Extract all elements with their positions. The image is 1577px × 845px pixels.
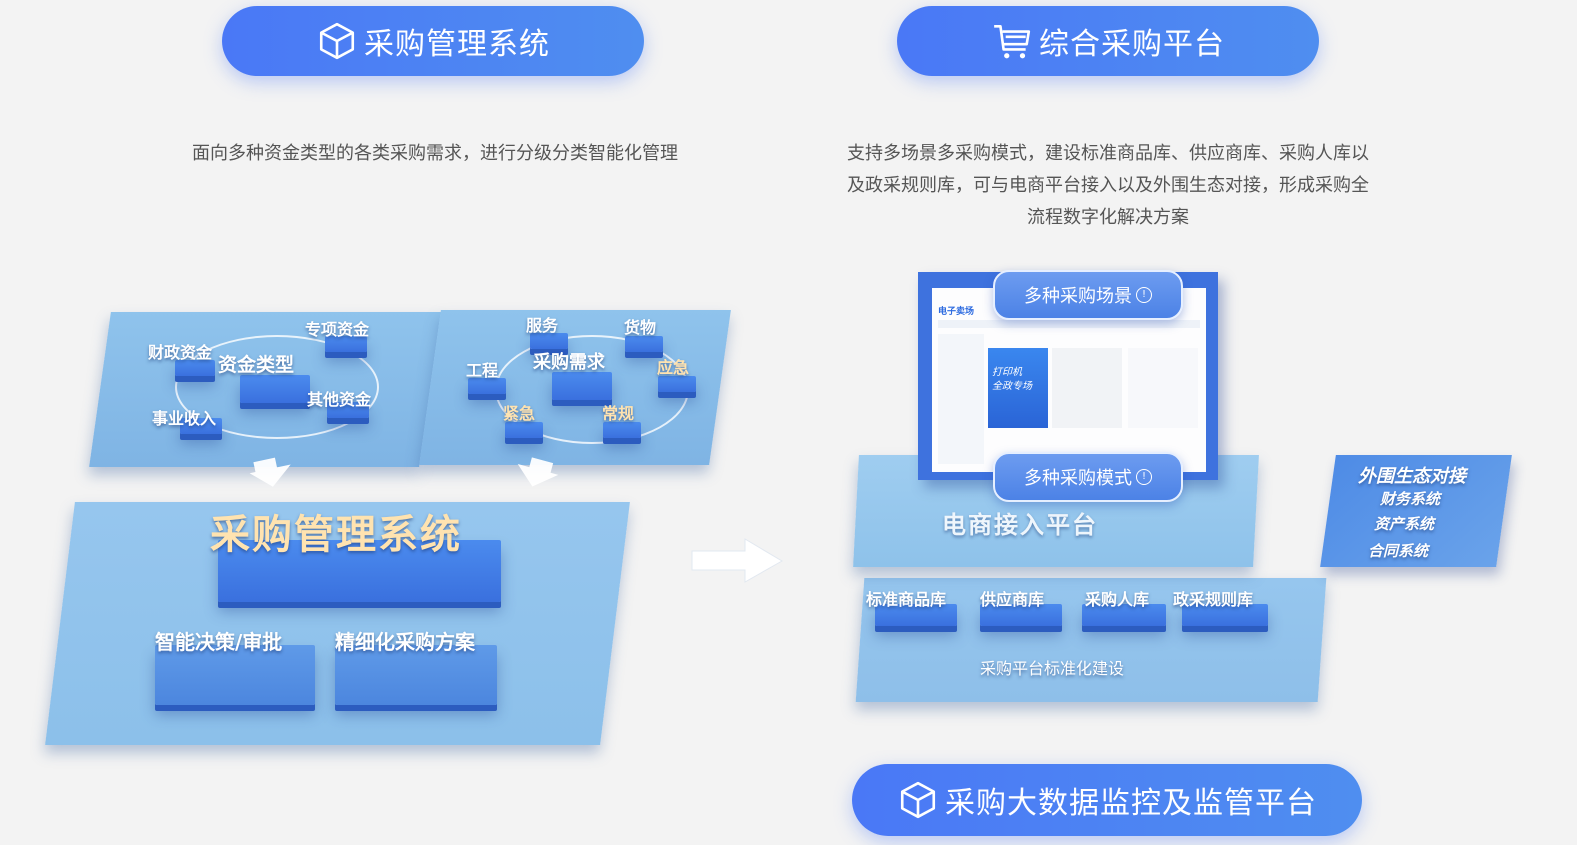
cart-icon — [994, 24, 1031, 59]
library-label: 采购人库 — [1085, 590, 1150, 609]
fund-item: 事业收入 — [152, 409, 217, 428]
arrow-down-icon — [517, 457, 559, 487]
demand-item: 服务 — [526, 316, 559, 335]
tag-mode[interactable]: 多种采购模式! — [993, 452, 1183, 502]
fund-item: 专项资金 — [305, 320, 370, 339]
fund-block — [325, 336, 367, 352]
desc-line: 支持多场景多采购模式，建设标准商品库、供应商库、采购人库以 — [847, 143, 1369, 164]
sub-block-right — [335, 645, 497, 705]
library-label: 供应商库 — [980, 590, 1045, 609]
screen-logo: 电子卖场 — [938, 307, 975, 317]
bottom-title: 采购大数据监控及监管平台 — [945, 786, 1317, 821]
demand-center-block — [552, 372, 612, 400]
bottom-title-pill[interactable]: 采购大数据监控及监管平台 — [852, 764, 1362, 836]
info-icon[interactable]: ! — [1136, 287, 1152, 303]
screen-sidebar — [938, 334, 984, 464]
demand-item: 货物 — [624, 318, 657, 337]
right-description: 支持多场景多采购模式，建设标准商品库、供应商库、采购人库以 及政采规则库，可与电… — [808, 138, 1408, 234]
demand-block — [625, 336, 663, 352]
left-title-pill[interactable]: 采购管理系统 — [222, 6, 644, 76]
demand-block — [530, 333, 568, 349]
left-description: 面向多种资金类型的各类采购需求，进行分级分类智能化管理 — [192, 143, 678, 164]
demand-item: 常规 — [602, 404, 635, 423]
cube-icon — [900, 781, 936, 819]
screen-banner-line1: 打印机 — [992, 367, 1022, 378]
library-label: 标准商品库 — [866, 590, 947, 609]
fund-block — [175, 360, 215, 376]
sub-left-label: 智能决策/审批 — [155, 630, 283, 654]
tag-scenario-label: 多种采购场景 — [1024, 286, 1132, 307]
ecommerce-label: 电商接入平台 — [942, 511, 1098, 539]
library-label: 政采规则库 — [1173, 590, 1254, 609]
fund-item: 其他资金 — [307, 390, 372, 409]
library-block — [1182, 604, 1268, 626]
library-block — [1082, 604, 1166, 626]
desc-line: 流程数字化解决方案 — [1027, 207, 1189, 228]
tag-mode-label: 多种采购模式 — [1024, 468, 1132, 489]
demand-block — [505, 422, 543, 438]
demand-item: 紧急 — [503, 404, 536, 423]
cube-icon — [319, 22, 355, 60]
desc-line: 及政采规则库，可与电商平台接入以及外围生态对接，形成采购全 — [847, 175, 1369, 196]
arrow-down-icon — [249, 457, 291, 487]
sub-right-label: 精细化采购方案 — [335, 630, 475, 654]
fund-ring — [175, 335, 379, 439]
external-item: 合同系统 — [1368, 542, 1429, 560]
external-title: 外围生态对接 — [1358, 466, 1466, 487]
left-title: 采购管理系统 — [364, 27, 550, 62]
main-platform-title: 采购管理系统 — [210, 512, 462, 558]
standardization-label: 采购平台标准化建设 — [980, 659, 1125, 678]
library-block — [980, 604, 1062, 626]
fund-block — [327, 402, 369, 418]
external-item: 财务系统 — [1380, 490, 1441, 508]
demand-block — [603, 422, 641, 438]
right-title-pill[interactable]: 综合采购平台 — [897, 6, 1319, 76]
screen-product — [1052, 348, 1122, 428]
main-platform-block — [218, 540, 501, 602]
demand-center-label: 采购需求 — [533, 352, 605, 373]
demand-item: 应急 — [657, 358, 690, 377]
screen-banner — [988, 348, 1048, 428]
right-title: 综合采购平台 — [1039, 27, 1225, 62]
demand-block — [658, 376, 696, 392]
fund-item: 财政资金 — [148, 343, 213, 362]
screen-nav — [938, 320, 1200, 328]
screen-widgets — [1128, 348, 1198, 428]
arrow-right-icon — [691, 538, 783, 583]
fund-center-label: 资金类型 — [218, 354, 295, 376]
fund-center-block — [240, 375, 310, 403]
demand-item: 工程 — [466, 361, 499, 380]
info-icon[interactable]: ! — [1136, 469, 1152, 485]
screen-banner-line2: 全政专场 — [992, 381, 1032, 392]
library-block — [875, 604, 957, 626]
demand-block — [468, 378, 506, 394]
sub-block-left — [155, 645, 315, 705]
tag-scenario[interactable]: 多种采购场景! — [993, 270, 1183, 320]
fund-block — [180, 418, 222, 434]
external-item: 资产系统 — [1374, 515, 1435, 533]
